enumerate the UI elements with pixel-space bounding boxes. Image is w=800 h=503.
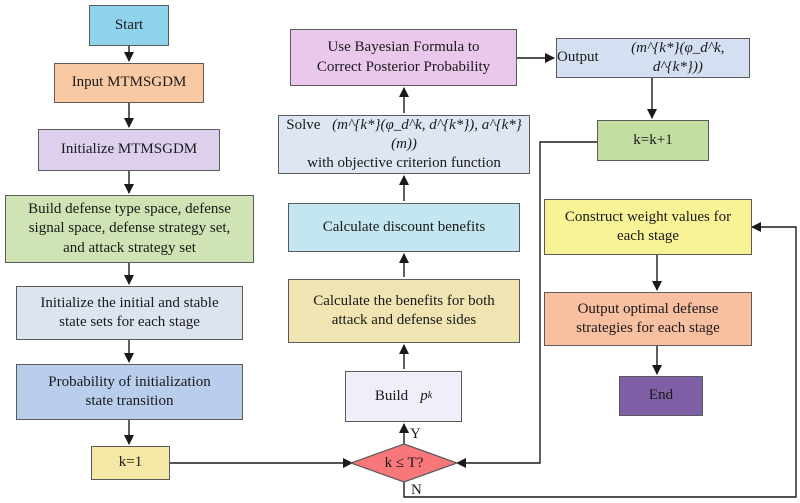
calc-benefits-line-2: attack and defense sides xyxy=(331,312,477,328)
output-optimal-line-2: strategies for each stage xyxy=(576,320,720,336)
probability-line-1: Probability of initialization xyxy=(48,373,211,390)
decision-label: k ≤ T? xyxy=(384,454,424,471)
calc-benefits-node: Calculate the benefits for both attack a… xyxy=(288,279,520,343)
solve-line-2: with objective criterion function xyxy=(307,155,501,172)
edge-label-yes: Y xyxy=(410,426,421,442)
build-pk-sub: k xyxy=(427,390,433,402)
initialize-mtmsgdm-label: Initialize MTMSGDM xyxy=(60,141,198,158)
output-node: Output (m^{k*}(φ_d^k, d^{k*})) xyxy=(556,38,750,78)
calc-discount-label: Calculate discount benefits xyxy=(322,218,486,235)
input-mtmsgdm-node: Input MTMSGDM xyxy=(54,63,204,103)
k-init-node: k=1 xyxy=(91,446,170,480)
initialize-mtmsgdm-node: Initialize MTMSGDM xyxy=(38,129,220,171)
build-spaces-line-1: Build defense type space, defense xyxy=(28,201,231,218)
probability-node: Probability of initialization state tran… xyxy=(16,364,243,420)
k-init-label: k=1 xyxy=(118,454,143,471)
build-pk-node: Build p k xyxy=(345,371,462,422)
edge-decision-weights xyxy=(403,222,797,498)
edge-label-no: N xyxy=(411,482,422,498)
solve-math: (m^{k*}(φ_d^k, d^{k*}), a^{k*}(m)) xyxy=(332,116,522,152)
bayesian-line-1: Use Bayesian Formula to xyxy=(327,39,480,56)
k-increment-label: k=k+1 xyxy=(633,131,673,148)
build-pk-math: p xyxy=(420,387,428,404)
start-node: Start xyxy=(89,5,169,46)
output-math: (m^{k*}(φ_d^k, d^{k*})) xyxy=(631,39,725,75)
decision-diamond xyxy=(349,443,459,483)
weights-line-2: each stage xyxy=(616,228,680,244)
weights-node: Construct weight values for each stage xyxy=(544,199,752,255)
bayesian-line-2: Correct Posterior Probability xyxy=(316,58,491,75)
calc-benefits-line-1: Calculate the benefits for both xyxy=(313,292,495,309)
init-state-sets-node: Initialize the initial and stable state … xyxy=(16,286,243,340)
end-node: End xyxy=(619,376,703,416)
output-optimal-node: Output optimal defense strategies for ea… xyxy=(544,292,752,346)
end-label: End xyxy=(648,387,674,404)
solve-line-1: Solve (m^{k*}(φ_d^k, d^{k*}), a^{k*}(m)) xyxy=(279,116,529,154)
edge-kincrement-decision xyxy=(456,141,597,468)
k-increment-node: k=k+1 xyxy=(597,120,709,161)
build-spaces-line-3: and attack strategy set xyxy=(63,239,196,256)
weights-line-1: Construct weight values for xyxy=(564,208,732,225)
solve-prefix: Solve xyxy=(286,116,321,133)
input-mtmsgdm-label: Input MTMSGDM xyxy=(71,74,187,91)
build-pk-label: Build xyxy=(374,387,409,404)
solve-node: Solve (m^{k*}(φ_d^k, d^{k*}), a^{k*}(m))… xyxy=(278,115,530,174)
bayesian-node: Use Bayesian Formula to Correct Posterio… xyxy=(290,29,517,86)
decision-label-box: k ≤ T? xyxy=(359,452,449,474)
init-state-sets-line-1: Initialize the initial and stable xyxy=(40,294,219,311)
start-label: Start xyxy=(114,16,144,33)
build-spaces-node: Build defense type space, defense signal… xyxy=(5,195,254,263)
calc-discount-node: Calculate discount benefits xyxy=(288,203,520,252)
init-state-sets-line-2: state sets for each stage xyxy=(59,314,200,330)
build-spaces-line-2: signal space, defense strategy set, xyxy=(28,220,231,237)
output-prefix: Output xyxy=(557,49,599,66)
output-optimal-line-1: Output optimal defense xyxy=(577,300,719,317)
probability-line-2: state transition xyxy=(85,393,174,409)
